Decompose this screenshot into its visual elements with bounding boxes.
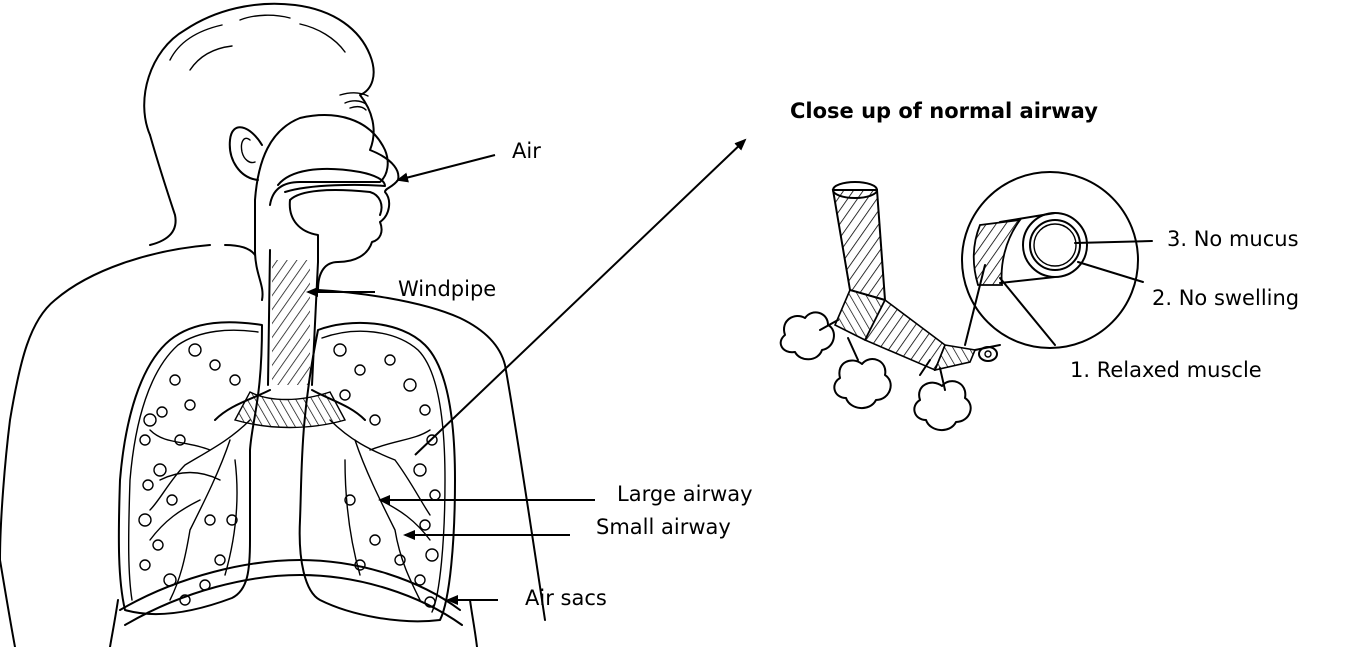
- ear: [230, 127, 262, 180]
- label-large-airway: Large airway: [617, 482, 753, 506]
- windpipe: [215, 250, 365, 428]
- air-sac-blob: [834, 359, 890, 408]
- label-small-airway: Small airway: [596, 515, 731, 539]
- closeup-title: Close up of normal airway: [790, 99, 1098, 123]
- air-sac-blob: [914, 381, 970, 430]
- label-no-swelling: 2. No swelling: [1152, 286, 1299, 310]
- label-windpipe: Windpipe: [398, 277, 496, 301]
- closeup-bronchus: [781, 172, 1138, 430]
- head-outline: [144, 4, 545, 620]
- left-lung: [119, 322, 262, 614]
- label-relaxed-muscle: 1. Relaxed muscle: [1070, 358, 1262, 382]
- label-air: Air: [512, 139, 541, 163]
- label-no-mucus: 3. No mucus: [1167, 227, 1299, 251]
- air-sac-blob: [781, 312, 834, 359]
- label-air-sacs: Air sacs: [525, 586, 607, 610]
